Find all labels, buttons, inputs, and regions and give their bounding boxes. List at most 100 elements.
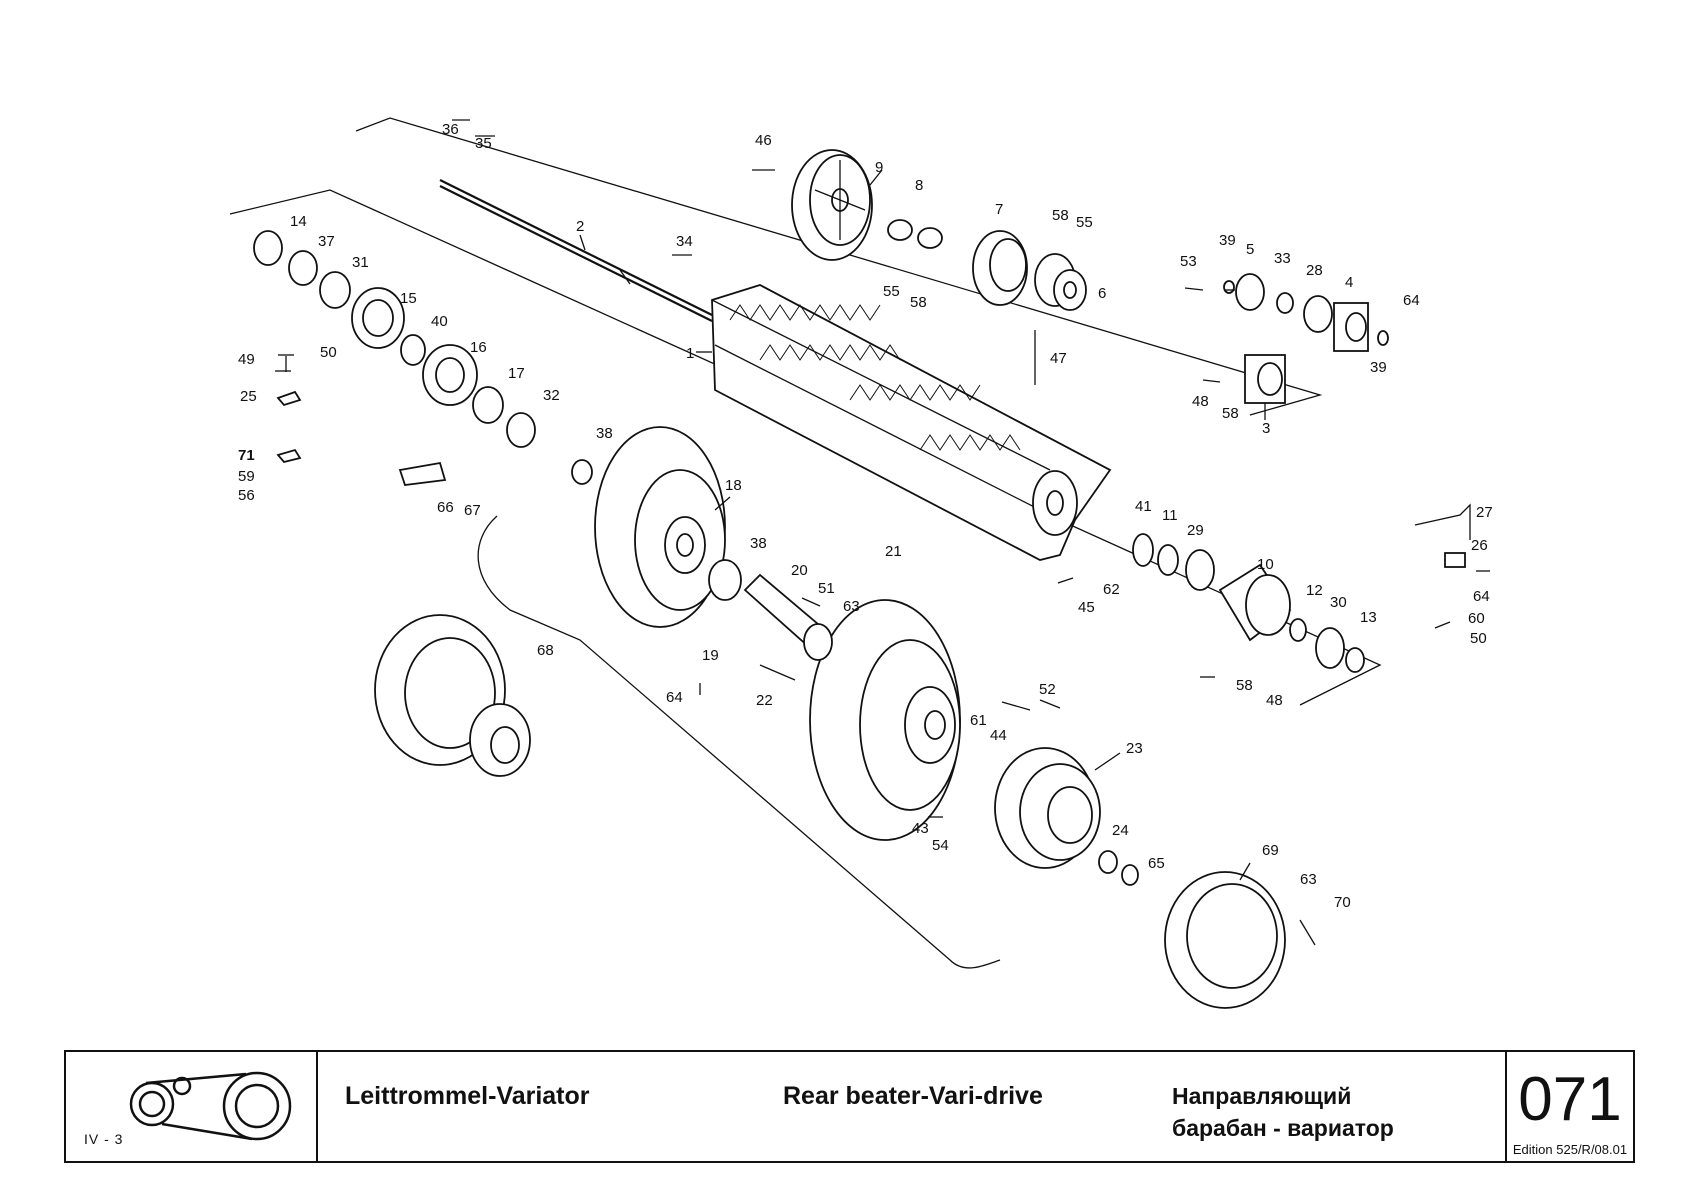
section-label: IV - 3	[84, 1131, 124, 1147]
leader-lines	[579, 169, 1266, 881]
callout-63a: 63	[843, 598, 860, 615]
title-russian-line-2: барабан - вариатор	[1172, 1115, 1394, 1141]
title-russian-line-1: Направляющий	[1172, 1083, 1352, 1109]
fasteners	[275, 119, 1490, 946]
callout-48b: 48	[1266, 692, 1283, 709]
callout-35: 35	[475, 135, 492, 152]
bearing-part-6	[1034, 253, 1087, 311]
pulley-part-7	[972, 230, 1028, 306]
callout-68: 68	[537, 642, 554, 659]
callout-38b: 38	[750, 535, 767, 552]
title-block-names-cell: Leittrommel-Variator Rear beater-Vari-dr…	[318, 1052, 1507, 1161]
callout-52: 52	[1039, 681, 1056, 698]
callout-55b: 55	[1076, 214, 1093, 231]
callout-3: 3	[1262, 420, 1270, 437]
callout-16: 16	[470, 339, 487, 356]
callout-36: 36	[442, 121, 459, 138]
shaft-part-2	[439, 179, 713, 322]
callout-34: 34	[676, 233, 693, 250]
callout-64a: 64	[666, 689, 683, 706]
pulley-part-68	[374, 614, 531, 777]
callout-59: 59	[238, 468, 255, 485]
ring-part-38	[708, 559, 742, 601]
callout-56: 56	[238, 487, 255, 504]
callout-51: 51	[818, 580, 835, 597]
callout-50a: 50	[320, 344, 337, 361]
callout-50b: 50	[1470, 630, 1487, 647]
title-english: Rear beater-Vari-drive	[783, 1082, 1043, 1110]
bearing-housing-part-4	[1333, 302, 1369, 352]
callout-58b: 58	[910, 294, 927, 311]
edition-label: Edition 525/R/08.01	[1512, 1142, 1628, 1157]
callout-43: 43	[912, 820, 929, 837]
callout-29: 29	[1187, 522, 1204, 539]
pulley-part-9	[791, 149, 873, 261]
callout-10: 10	[1257, 556, 1274, 573]
callout-13: 13	[1360, 609, 1377, 626]
callout-32: 32	[543, 387, 560, 404]
callout-12: 12	[1306, 582, 1323, 599]
callout-71: 71	[238, 447, 255, 464]
callout-49: 49	[238, 351, 255, 368]
callout-66: 66	[437, 499, 454, 516]
callout-6: 6	[1098, 285, 1106, 302]
callout-2: 2	[576, 218, 584, 235]
callout-55a: 55	[883, 283, 900, 300]
callout-64c: 64	[1473, 588, 1490, 605]
callout-62: 62	[1103, 581, 1120, 598]
callout-5: 5	[1246, 241, 1254, 258]
cable-part-27	[1414, 503, 1471, 540]
callout-38a: 38	[596, 425, 613, 442]
title-block-logo-cell: IV - 3	[66, 1052, 318, 1161]
callout-54: 54	[932, 837, 949, 854]
bearing-parts-5-33-28	[1223, 273, 1389, 346]
title-block-number-cell: 071 Edition 525/R/08.01	[1507, 1052, 1633, 1161]
title-block: IV - 3 Leittrommel-Variator Rear beater-…	[64, 1050, 1635, 1163]
callout-20: 20	[791, 562, 808, 579]
callout-14: 14	[290, 213, 307, 230]
callout-33: 33	[1274, 250, 1291, 267]
callout-70: 70	[1334, 894, 1351, 911]
callout-39a: 39	[1219, 232, 1236, 249]
callout-63b: 63	[1300, 871, 1317, 888]
callout-24: 24	[1112, 822, 1129, 839]
callouts: 1 2 3 4 5 6 7 8 9 10 11 12 13 14 15 16 1…	[238, 121, 1493, 911]
beater-drum-part-1	[711, 284, 1112, 561]
callout-28: 28	[1306, 262, 1323, 279]
callout-60: 60	[1468, 610, 1485, 627]
callout-4: 4	[1345, 274, 1353, 291]
callout-30: 30	[1330, 594, 1347, 611]
callout-21: 21	[885, 543, 902, 560]
bushing-part-24	[1098, 850, 1118, 874]
page-number: 071	[1518, 1065, 1622, 1134]
ring-part-69	[1164, 871, 1286, 1009]
variator-disc-part-18	[594, 426, 726, 628]
callout-47: 47	[1050, 350, 1067, 367]
callout-58d: 58	[1236, 677, 1253, 694]
pulley-part-23	[994, 747, 1101, 869]
callout-26: 26	[1471, 537, 1488, 554]
callout-64b: 64	[1403, 292, 1420, 309]
callout-22: 22	[756, 692, 773, 709]
variator-disc-part-21	[809, 599, 961, 841]
callout-8: 8	[915, 177, 923, 194]
callout-45: 45	[1078, 599, 1095, 616]
flange-parts-8	[887, 219, 943, 249]
callout-69: 69	[1262, 842, 1279, 859]
callout-41: 41	[1135, 498, 1152, 515]
callout-27: 27	[1476, 504, 1493, 521]
callout-11: 11	[1162, 507, 1178, 524]
callout-17: 17	[508, 365, 525, 382]
title-german: Leittrommel-Variator	[345, 1082, 590, 1110]
callout-37: 37	[318, 233, 335, 250]
shaft-part-20	[743, 573, 833, 661]
callout-31: 31	[352, 254, 369, 271]
callout-9: 9	[875, 159, 883, 176]
callout-46: 46	[755, 132, 772, 149]
callout-23: 23	[1126, 740, 1143, 757]
callout-19: 19	[702, 647, 719, 664]
callout-1: 1	[686, 345, 694, 362]
callout-44: 44	[990, 727, 1007, 744]
callout-53: 53	[1180, 253, 1197, 270]
